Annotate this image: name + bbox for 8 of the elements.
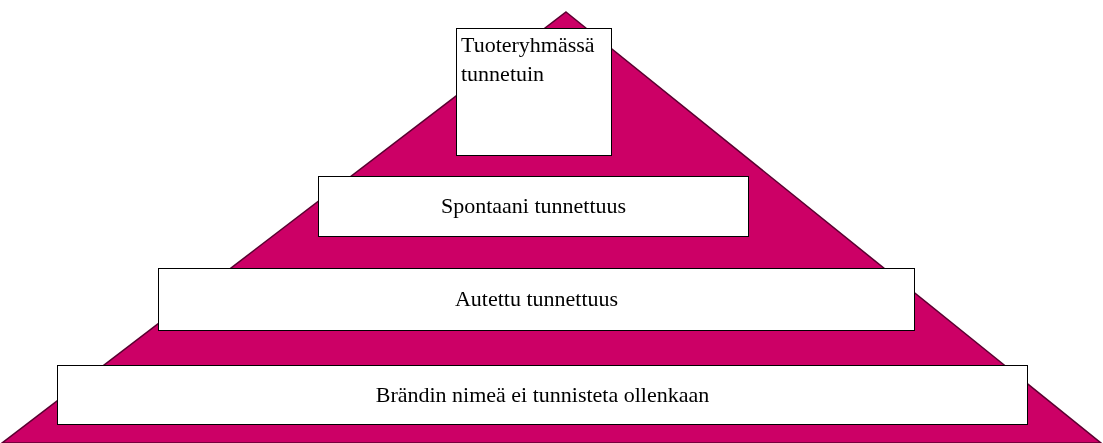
level-box (456, 28, 612, 156)
level-box (318, 176, 749, 237)
level-label: Autettu tunnettuus (454, 285, 619, 314)
level-label: Brändin nimeä ei tunnisteta ollenkaan (375, 380, 710, 409)
level-box (57, 365, 1028, 425)
level-label: Spontaani tunnettuus (440, 192, 627, 221)
level-box (158, 268, 915, 331)
level-label: Tuoteryhmässä tunnetuin (461, 31, 596, 88)
